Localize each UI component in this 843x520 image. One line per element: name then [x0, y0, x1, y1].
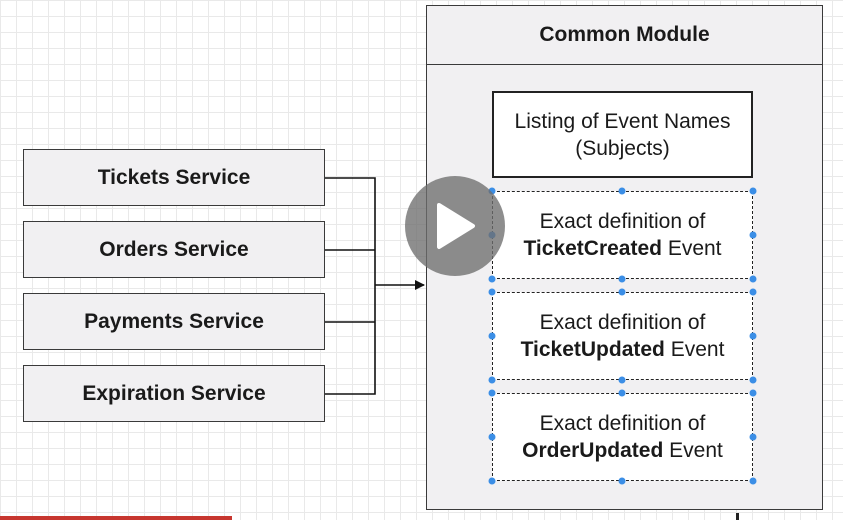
connector-tickets	[325, 177, 376, 285]
module-header: Common Module	[427, 6, 822, 65]
video-progress-bar[interactable]	[0, 516, 232, 520]
orders-service-box[interactable]: Orders Service	[23, 221, 325, 278]
ticket-updated-card[interactable]: Exact definition of TicketUpdated Event	[492, 292, 753, 380]
payments-service-box[interactable]: Payments Service	[23, 293, 325, 350]
event-suffix: Event	[664, 338, 725, 361]
connector-expiration	[325, 285, 376, 395]
event-name: OrderUpdated	[522, 439, 664, 462]
event-name: TicketUpdated	[520, 338, 665, 361]
service-label: Payments Service	[84, 309, 264, 333]
service-label: Tickets Service	[97, 165, 251, 189]
tickets-service-box[interactable]: Tickets Service	[23, 149, 325, 206]
module-title: Common Module	[539, 23, 710, 46]
card-line1: Exact definition of	[539, 412, 706, 435]
event-suffix: Event	[661, 237, 722, 260]
service-label: Expiration Service	[82, 381, 266, 405]
card-line1: Exact definition of	[539, 210, 706, 233]
event-name: TicketCreated	[523, 237, 662, 260]
card-line2: (Subjects)	[575, 136, 670, 160]
ticket-created-card[interactable]: Exact definition of TicketCreated Event	[492, 191, 753, 279]
card-line1: Exact definition of	[539, 311, 706, 334]
event-suffix: Event	[663, 439, 723, 462]
cursor-marker	[736, 513, 739, 520]
play-button[interactable]	[405, 176, 505, 276]
order-updated-card[interactable]: Exact definition of OrderUpdated Event	[492, 393, 753, 481]
expiration-service-box[interactable]: Expiration Service	[23, 365, 325, 422]
card-line1: Listing of Event Names	[514, 109, 731, 133]
play-icon	[437, 203, 475, 249]
event-names-card[interactable]: Listing of Event Names (Subjects)	[492, 91, 753, 178]
service-label: Orders Service	[99, 237, 249, 261]
